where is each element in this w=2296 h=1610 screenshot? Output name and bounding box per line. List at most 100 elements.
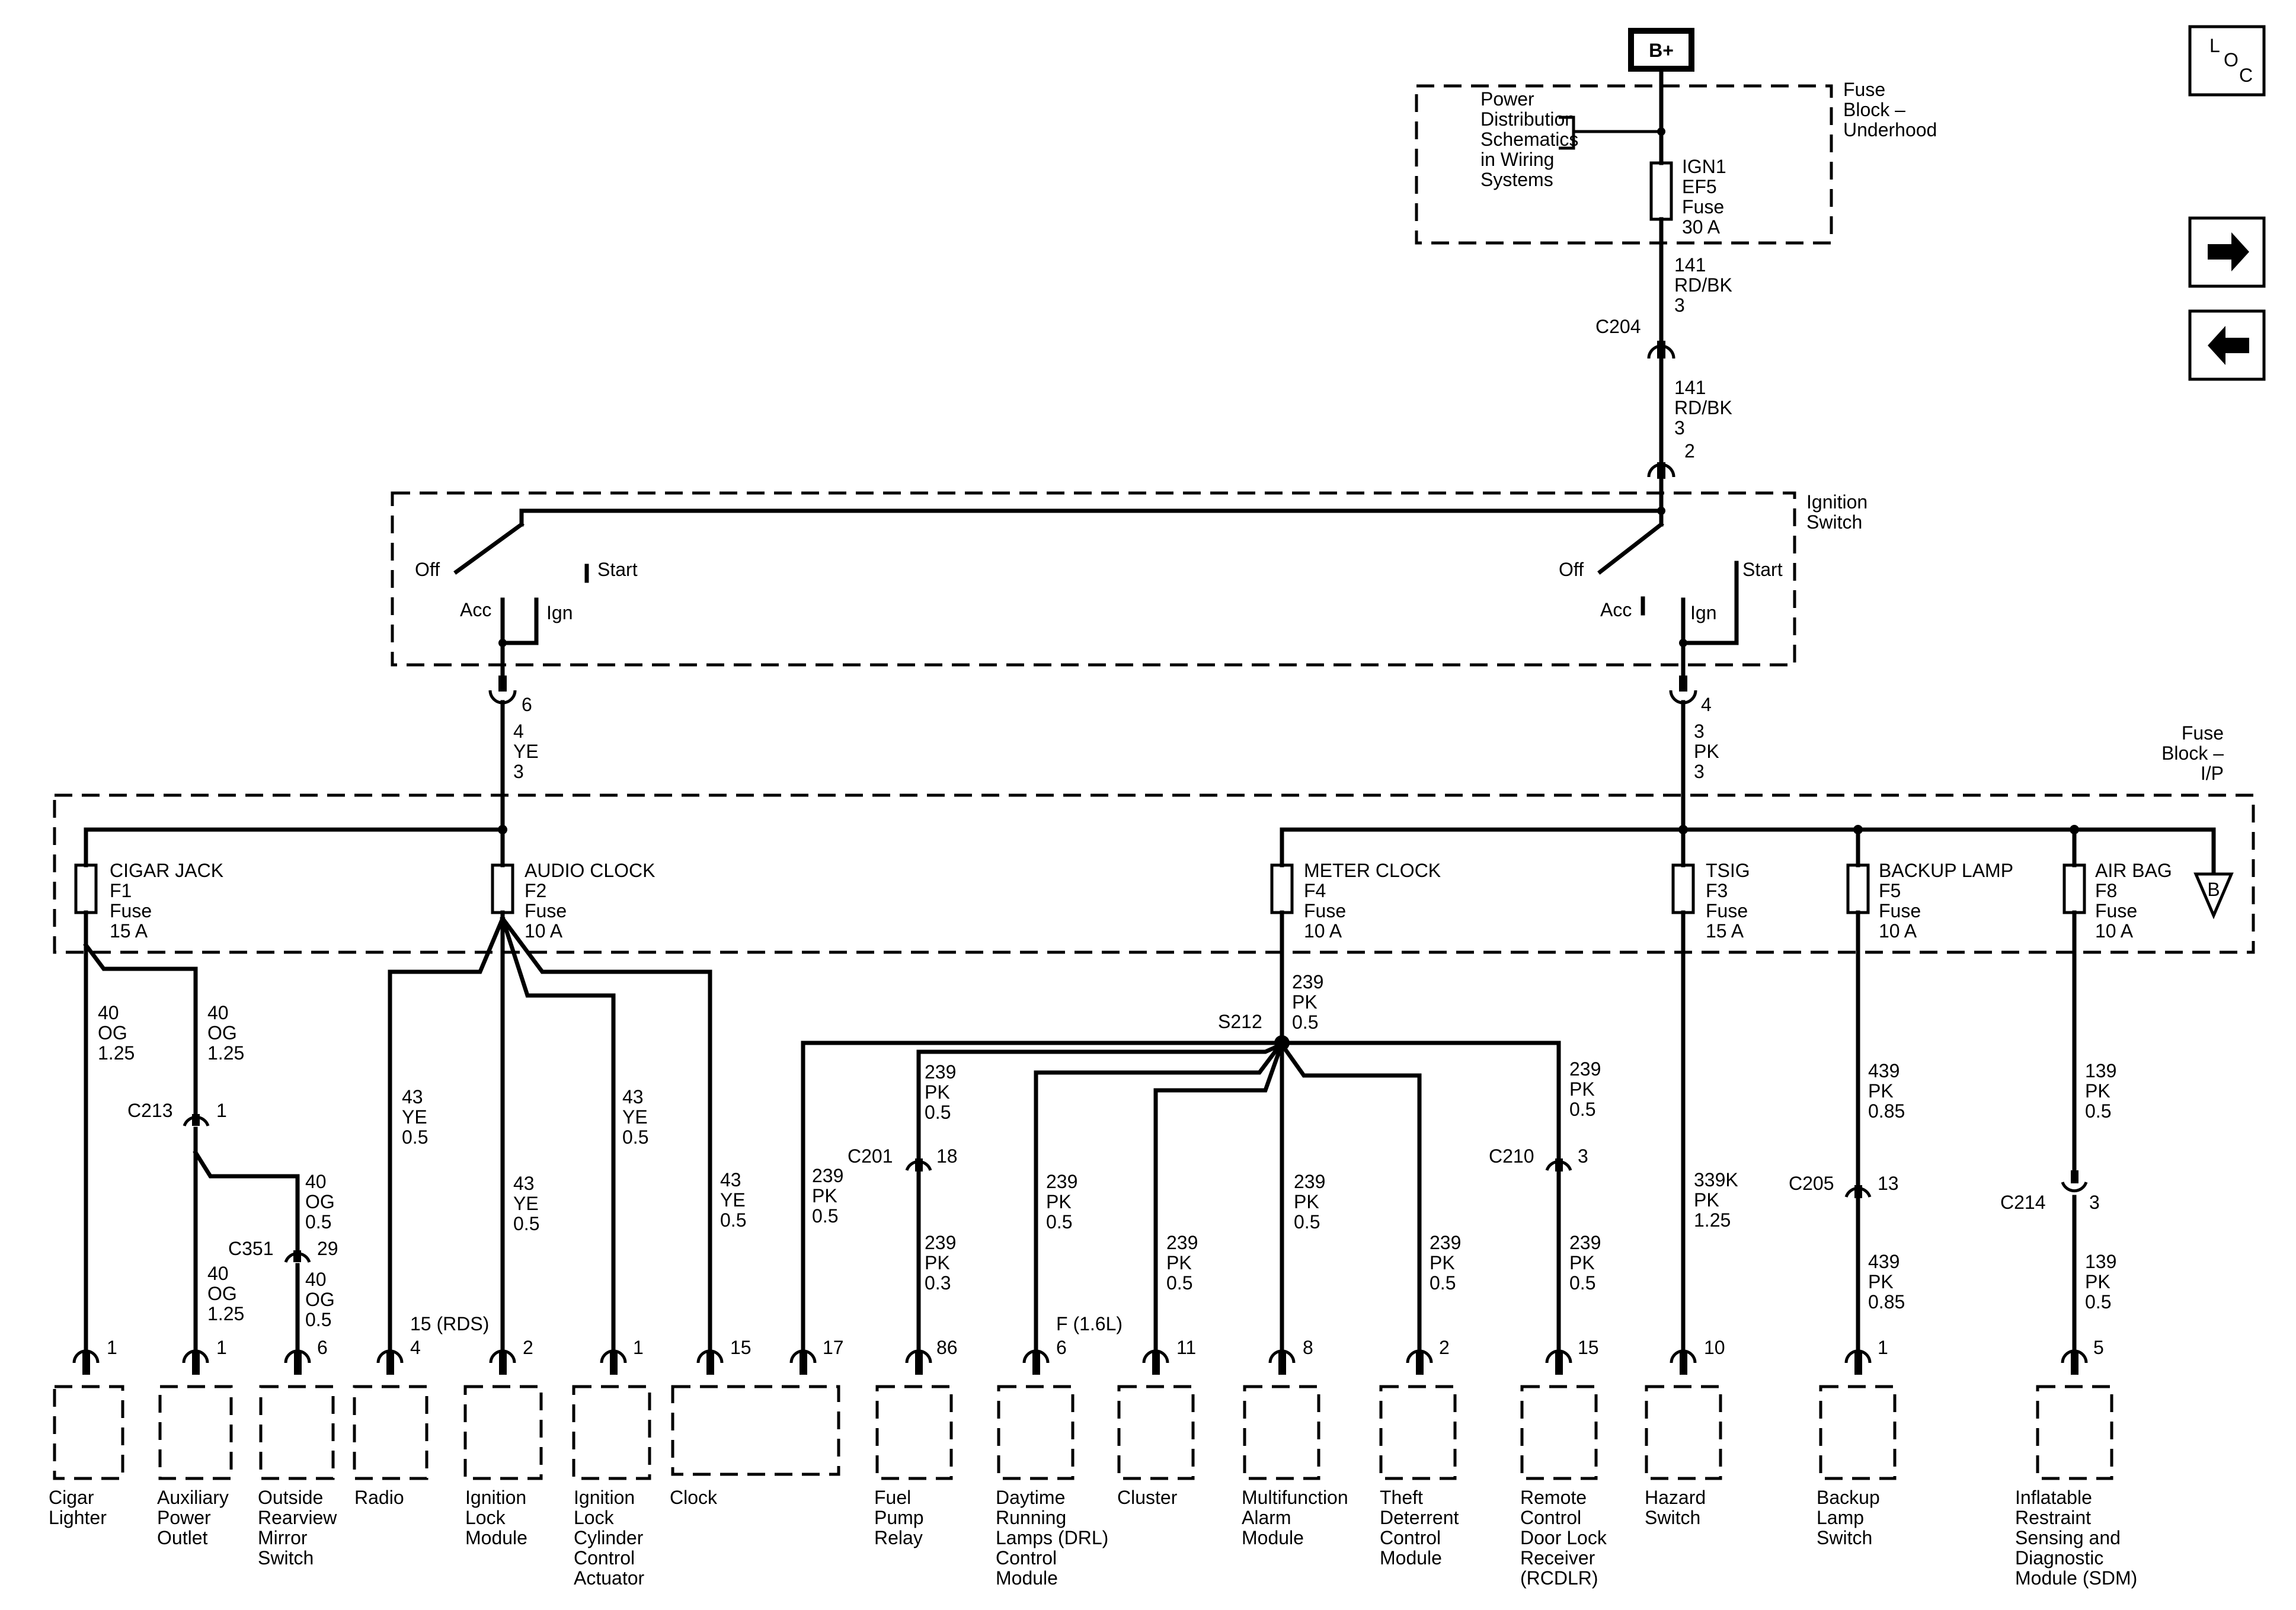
svg-text:15: 15 (1578, 1337, 1599, 1358)
svg-text:4: 4 (1701, 694, 1712, 715)
wire-239-theft: 239 PK 0.5 (1430, 1232, 1461, 1294)
svg-text:PK: PK (2085, 1080, 2110, 1102)
svg-text:Receiver: Receiver (1520, 1547, 1595, 1569)
svg-text:Fuse: Fuse (1304, 900, 1346, 921)
component-hazard-switch: 10 Hazard Switch (1645, 1337, 1725, 1528)
svg-text:C210: C210 (1489, 1145, 1534, 1167)
svg-text:L: L (2209, 35, 2220, 56)
arrow-right-icon (2208, 232, 2249, 271)
ign1-fuse (1649, 161, 1673, 221)
svg-text:Deterrent: Deterrent (1380, 1507, 1459, 1528)
svg-text:Restraint: Restraint (2015, 1507, 2091, 1528)
svg-text:Cylinder: Cylinder (574, 1527, 644, 1548)
svg-text:YE: YE (622, 1106, 648, 1128)
svg-text:17: 17 (823, 1337, 844, 1358)
svg-text:Power: Power (1480, 88, 1534, 110)
svg-text:Pump: Pump (874, 1507, 924, 1528)
svg-text:10 A: 10 A (1304, 920, 1342, 942)
svg-text:139: 139 (2085, 1060, 2116, 1081)
wire-239-drl: 239 PK 0.5 (1046, 1171, 1077, 1233)
svg-text:15: 15 (730, 1337, 752, 1358)
component-theft-deterrent-module: 2 Theft Deterrent Control Module (1379, 1337, 1459, 1569)
svg-text:10: 10 (1704, 1337, 1725, 1358)
radio-rds-note: 15 (RDS) (410, 1313, 489, 1334)
backup-lamp-circuit (1844, 910, 1872, 1353)
svg-text:Ign: Ign (1690, 602, 1716, 623)
fuse-tsig: TSIG F3 Fuse 15 A (1671, 860, 1750, 942)
svg-text:PK: PK (1569, 1078, 1595, 1100)
svg-text:0.5: 0.5 (1166, 1272, 1192, 1294)
svg-text:0.5: 0.5 (925, 1102, 951, 1123)
ignition-switch-right: Off Start Acc Ign (1559, 508, 1783, 678)
svg-text:YE: YE (402, 1106, 427, 1128)
wire-239-fp-b: 239 PK 0.3 (925, 1232, 956, 1294)
svg-text:PK: PK (1569, 1252, 1595, 1273)
svg-text:PK: PK (1868, 1271, 1894, 1292)
svg-text:OG: OG (98, 1022, 127, 1044)
wire-239-rc-a: 239 PK 0.5 (1569, 1058, 1601, 1120)
svg-text:239: 239 (1292, 971, 1323, 993)
svg-text:1.25: 1.25 (207, 1303, 244, 1324)
svg-text:Switch: Switch (258, 1547, 314, 1569)
component-backup-lamp-switch: 1 Backup Lamp Switch (1817, 1337, 1897, 1548)
svg-text:86: 86 (936, 1337, 958, 1358)
wire-43-ye-a: 43 YE 0.5 (402, 1086, 428, 1148)
svg-text:439: 439 (1868, 1060, 1900, 1081)
svg-text:Fuse: Fuse (1843, 79, 1885, 100)
svg-text:Fuse: Fuse (525, 900, 567, 921)
previous-page-button[interactable] (2188, 309, 2266, 381)
wire-339k: 339K PK 1.25 (1694, 1169, 1738, 1231)
svg-text:Backup: Backup (1817, 1487, 1880, 1508)
svg-text:15 A: 15 A (1706, 920, 1744, 942)
svg-text:OG: OG (305, 1289, 335, 1310)
svg-text:Control: Control (996, 1547, 1057, 1569)
svg-text:Fuse: Fuse (2182, 722, 2224, 744)
svg-text:PK: PK (1694, 1189, 1719, 1211)
svg-text:Mirror: Mirror (258, 1527, 308, 1548)
svg-text:Fuse: Fuse (110, 900, 152, 921)
svg-text:Lock: Lock (574, 1507, 615, 1528)
svg-text:Module: Module (996, 1567, 1058, 1589)
connector-c213-label: C213 1 (127, 1100, 227, 1121)
svg-text:Off: Off (415, 559, 440, 580)
location-button[interactable]: L O C (2188, 25, 2266, 97)
svg-text:3: 3 (1674, 417, 1685, 438)
svg-text:1: 1 (216, 1337, 227, 1358)
svg-text:Running: Running (996, 1507, 1066, 1528)
svg-text:Switch: Switch (1817, 1527, 1872, 1548)
wire-43-ye-d: 43 YE 0.5 (720, 1169, 746, 1231)
wire-4-ye-label: 4 YE 3 (513, 721, 539, 782)
next-page-button[interactable] (2188, 216, 2266, 288)
svg-text:Alarm: Alarm (1242, 1507, 1291, 1528)
svg-text:3: 3 (1578, 1145, 1588, 1167)
svg-text:40: 40 (305, 1171, 327, 1192)
svg-text:30 A: 30 A (1682, 216, 1721, 238)
svg-text:Switch: Switch (1645, 1507, 1700, 1528)
svg-text:O: O (2224, 49, 2239, 71)
svg-text:0.5: 0.5 (1294, 1211, 1320, 1233)
svg-text:Module: Module (465, 1527, 527, 1548)
offpage-connector-b: B (2193, 872, 2234, 920)
svg-text:F4: F4 (1304, 880, 1326, 901)
wire-40-og-d: 40 OG 0.5 (305, 1171, 335, 1233)
svg-text:C205: C205 (1789, 1173, 1834, 1194)
wire-439-a: 439 PK 0.85 (1868, 1060, 1905, 1122)
air-bag-circuit (2061, 910, 2088, 1353)
underhood-block-label: Fuse Block – Underhood (1843, 79, 1937, 140)
connector-c205-label: C205 13 (1789, 1173, 1899, 1194)
svg-text:F8: F8 (2095, 880, 2117, 901)
svg-text:0.5: 0.5 (1430, 1272, 1456, 1294)
svg-text:Fuse: Fuse (2095, 900, 2137, 921)
svg-text:C214: C214 (2000, 1192, 2046, 1213)
svg-text:3: 3 (1694, 721, 1705, 742)
svg-text:Underhood: Underhood (1843, 119, 1937, 140)
wire-239-clock: 239 PK 0.5 (812, 1165, 843, 1227)
svg-text:239: 239 (1569, 1058, 1601, 1080)
svg-text:1: 1 (633, 1337, 644, 1358)
svg-text:Relay: Relay (874, 1527, 923, 1548)
cigar-jack-circuit (83, 910, 311, 1353)
svg-text:PK: PK (925, 1081, 950, 1103)
component-cigar-lighter: 1 Cigar Lighter (49, 1337, 124, 1528)
meter-clock-circuit (801, 910, 1572, 1353)
svg-text:239: 239 (1046, 1171, 1077, 1192)
